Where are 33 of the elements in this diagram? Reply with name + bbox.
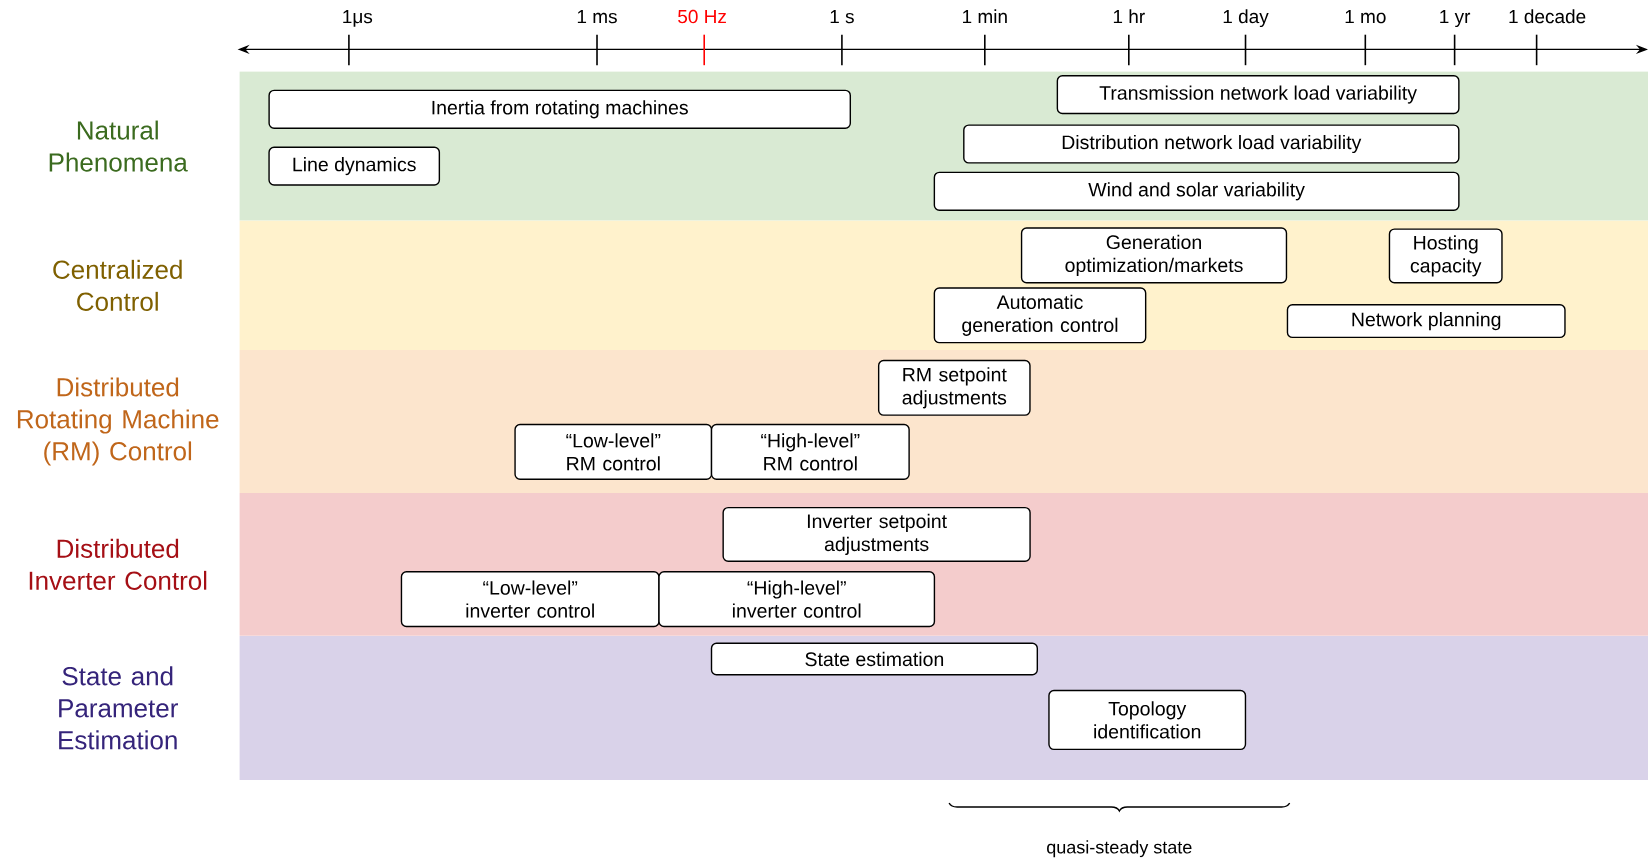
tick-label: 1 mo: [1345, 10, 1386, 24]
row-heading: Natural Phenomena: [49, 120, 188, 172]
timescale-box: Hosting capacity: [1388, 228, 1503, 284]
timescale-box: Inverter setpoint adjustments: [722, 506, 1031, 562]
timescale-box: Automatic generation control: [933, 287, 1147, 344]
timescale-box: Topology identification: [1048, 689, 1247, 751]
tick-label: 1 decade: [1509, 9, 1586, 24]
tick-label: 1 s: [830, 10, 854, 24]
timescale-box: State estimation: [710, 642, 1038, 676]
row-heading: Centralized Control: [53, 259, 182, 311]
tick-label: 1 yr: [1440, 10, 1471, 28]
timescale-box: Transmission network load variability: [1056, 75, 1460, 115]
tick-label: 1μs: [343, 10, 373, 27]
timescale-box: RM setpoint adjustments: [877, 359, 1031, 416]
tick-label: 1 min: [963, 9, 1007, 24]
row-heading: Distributed Rotating Machine (RM) Control: [17, 377, 219, 466]
row-heading: Distributed Inverter Control: [29, 538, 207, 590]
timescale-box: Line dynamics: [268, 146, 441, 186]
row-heading: State and Parameter Estimation: [59, 666, 178, 750]
timescale-box: “Low-level” RM control: [514, 423, 713, 480]
timescale-box: “High-level” inverter control: [658, 571, 936, 628]
tick-label: 1 day: [1223, 9, 1269, 28]
brace-label: quasi-steady state: [1047, 840, 1192, 858]
timescale-box: Wind and solar variability: [933, 171, 1460, 211]
timescale-box: “Low-level” inverter control: [400, 571, 660, 628]
timescale-box: Inertia from rotating machines: [268, 89, 851, 129]
timescale-box: Generation optimization/markets: [1020, 227, 1288, 284]
tick-label: 1 ms: [577, 10, 617, 24]
tick-label: 50 Hz: [678, 9, 726, 24]
timescale-box: Distribution network load variability: [963, 124, 1460, 164]
timescale-box: “High-level” RM control: [710, 423, 910, 480]
timescale-box: Network planning: [1286, 304, 1566, 339]
tick-label: 1 hr: [1113, 9, 1145, 24]
